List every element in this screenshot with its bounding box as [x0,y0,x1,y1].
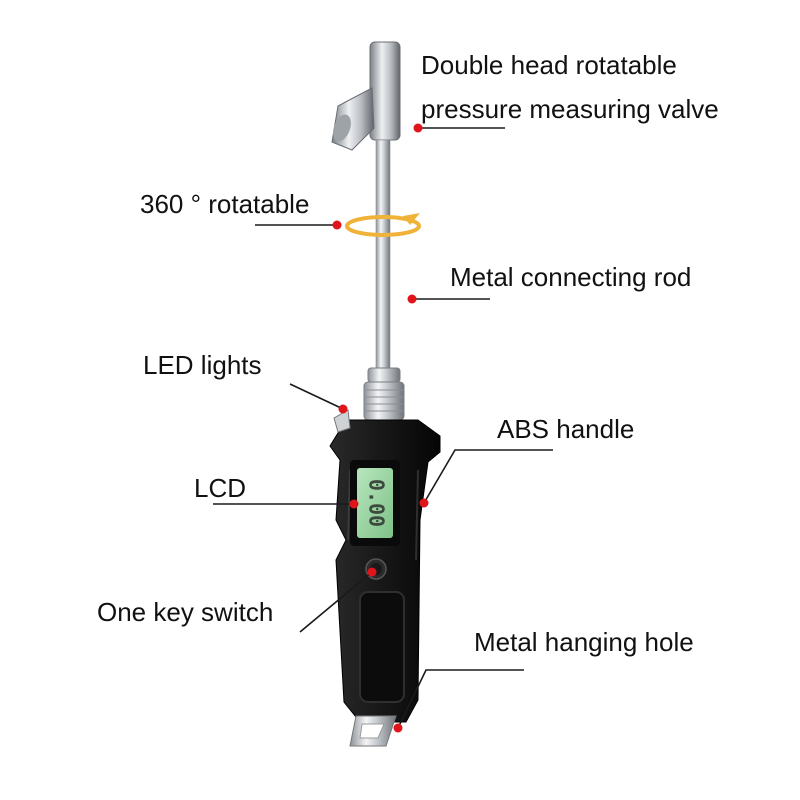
leader-abs [423,449,553,504]
grip-panel [359,591,405,703]
dot-abs [419,498,429,508]
knurled-collar [363,367,405,421]
label-rotatable: 360 ° rotatable [140,189,310,219]
label-lcd: LCD [194,473,247,503]
dot-hole [393,723,403,733]
metal-rod [375,139,391,371]
label-abs: ABS handle [497,414,635,444]
dot-switch [367,567,377,577]
lcd-readout: 0.00 [365,479,389,527]
leader-hole [397,669,524,729]
leader-led [289,383,342,409]
label-led: LED lights [143,350,262,380]
label-switch: One key switch [97,597,274,627]
dot-valve [413,123,423,133]
dot-rod [407,294,417,304]
leader-switch [299,571,373,633]
dot-lcd [349,499,359,509]
label-hole: Metal hanging hole [474,627,694,657]
valve-head [331,41,401,151]
hanging-hole [349,715,397,747]
rotation-arrow-icon [345,213,421,237]
leader-lines [213,127,553,729]
label-valve-line1: Double head rotatable [421,50,677,80]
dot-led [338,404,348,414]
lcd-screen: 0.00 [350,460,400,546]
label-valve-line2: pressure measuring valve [421,94,719,124]
label-rod: Metal connecting rod [450,262,692,292]
dot-rotatable [332,220,342,230]
callout-dots [332,123,429,733]
